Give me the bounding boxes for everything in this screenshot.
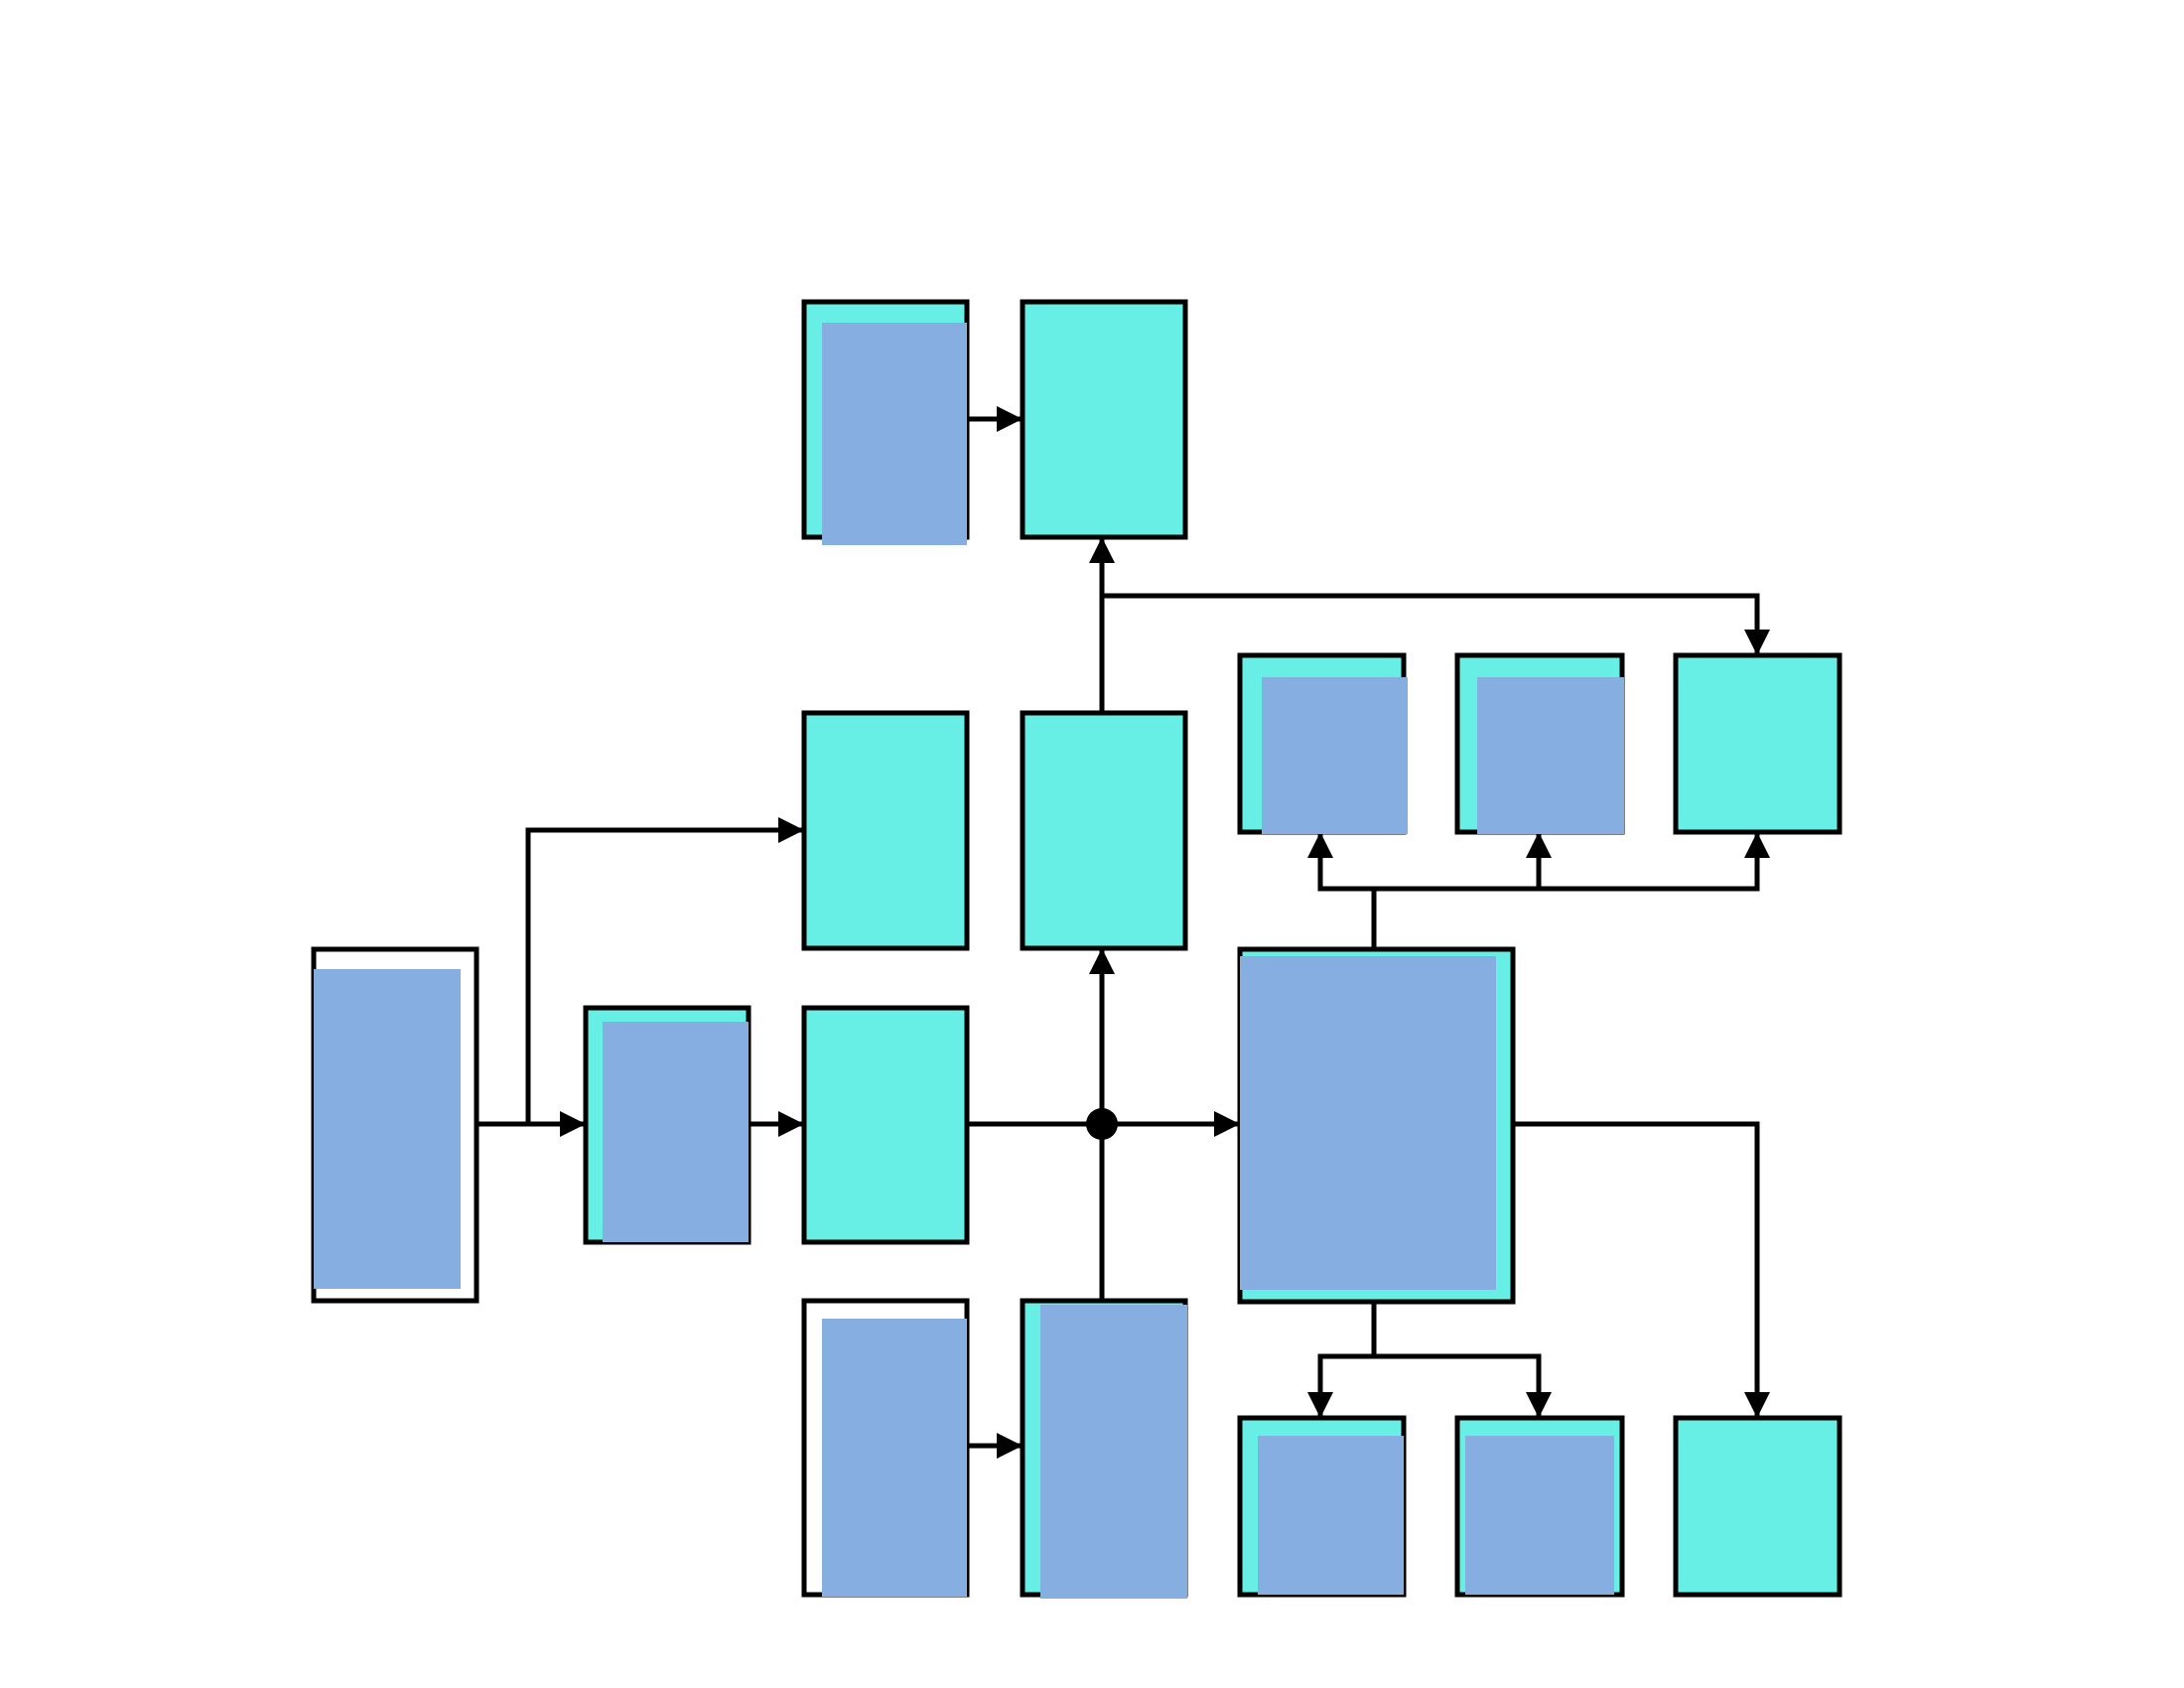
lower-right-node[interactable] (1020, 1298, 1188, 1599)
lower-right-node-overlay (1040, 1305, 1187, 1599)
connector-hub-node-to-bottom-row-node-1 (1307, 1302, 1377, 1418)
branch-node-top-frame (801, 710, 970, 951)
bottom-row-node-1-overlay (1258, 1436, 1404, 1595)
upper-left-node[interactable] (801, 299, 970, 545)
process-node-frame (801, 1005, 970, 1245)
process-node[interactable] (801, 1005, 970, 1245)
branch-node-top[interactable] (801, 710, 970, 951)
top-row-node-1-overlay (1262, 677, 1408, 834)
top-row-node-1[interactable] (1237, 652, 1408, 835)
bottom-row-node-1[interactable] (1237, 1415, 1407, 1598)
top-row-node-3-frame (1673, 652, 1843, 835)
upper-right-node[interactable] (1020, 299, 1188, 540)
lower-left-node[interactable] (801, 1298, 970, 1598)
connector-hub-node-to-top-row-node-1 (1307, 832, 1377, 949)
connector-hub-node-to-bottom-row-node-2 (1374, 1353, 1552, 1418)
bottom-row-node-2[interactable] (1454, 1415, 1625, 1598)
connector-riser-node-to-top-row-node-3 (1102, 593, 1770, 655)
lower-left-node-overlay (822, 1319, 967, 1597)
stage-node[interactable] (583, 1005, 751, 1245)
upper-left-node-overlay (822, 323, 967, 545)
riser-node-frame (1020, 710, 1188, 951)
top-row-node-2[interactable] (1454, 652, 1625, 835)
connector-hub-node-to-bottom-row-node-3 (1513, 1121, 1770, 1418)
top-row-node-3[interactable] (1673, 652, 1843, 835)
upper-right-node-frame (1020, 299, 1188, 540)
junction-dot (1086, 1108, 1118, 1140)
hub-node[interactable] (1237, 946, 1516, 1305)
stage-node-overlay (603, 1022, 749, 1242)
bottom-row-node-3-frame (1673, 1415, 1843, 1598)
input-node[interactable] (311, 946, 479, 1304)
bottom-row-node-2-overlay (1465, 1436, 1614, 1595)
connectors (477, 406, 1770, 1459)
nodes (311, 299, 1843, 1599)
riser-node[interactable] (1020, 710, 1188, 951)
connector-hub-node-to-top-row-node-3 (1539, 832, 1770, 892)
hub-node-overlay (1240, 956, 1496, 1290)
top-row-node-2-overlay (1477, 677, 1624, 834)
connector-hub-node-to-top-row-node-2 (1374, 832, 1552, 892)
connector-input-node-to-branch-node-top (525, 817, 804, 1124)
input-node-overlay (314, 969, 461, 1289)
bottom-row-node-3[interactable] (1673, 1415, 1843, 1598)
